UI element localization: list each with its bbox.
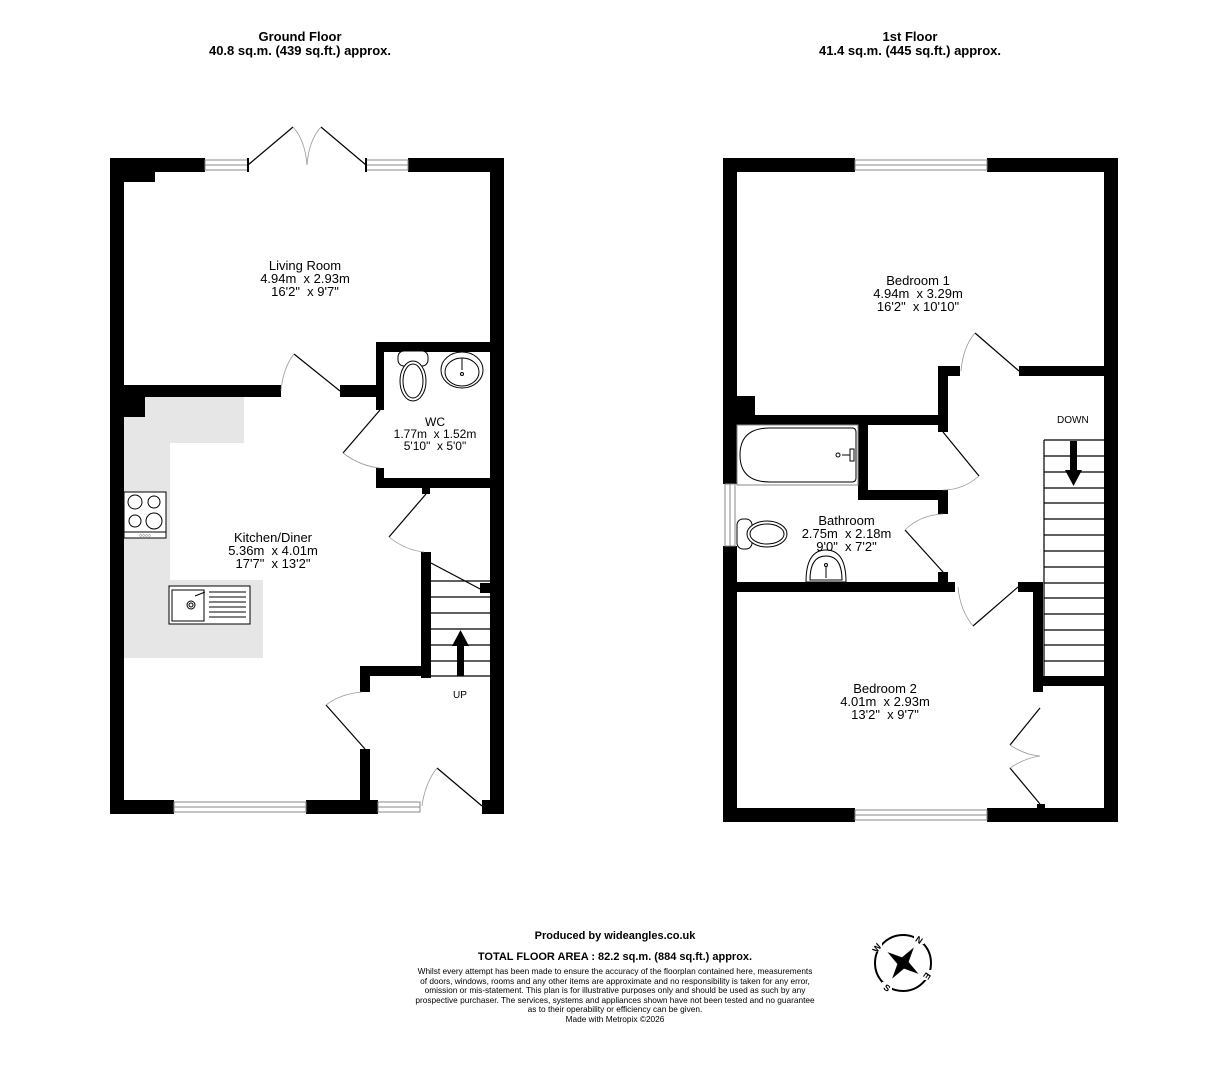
footer: Produced by wideangles.co.uk TOTAL FLOOR… [395,930,835,1025]
room-metric: 4.01m x 2.93m [840,694,930,709]
room-metric: 4.94m x 2.93m [260,271,350,286]
first-floor-title: 1st Floor [882,29,938,44]
room-name: Bedroom 2 [853,681,917,696]
ground-floor-area: 40.8 sq.m. (439 sq.ft.) approx. [208,43,392,58]
room-name: Bedroom 1 [886,273,950,288]
first-floor-heading: 1st Floor 41.4 sq.m. (445 sq.ft.) approx… [760,30,1060,58]
room-name: WC [425,415,445,429]
compass-s: S [882,982,893,994]
disclaimer: Whilst every attempt has been made to en… [395,966,835,1025]
room-imperial: 17'7" x 13'2" [235,556,311,571]
svg-text:○○○○: ○○○○ [139,533,151,539]
stairs-up-label: UP [453,690,467,701]
made-with: Made with Metropix ©2026 [565,1013,665,1024]
room-label-living-room: Living Room 4.94m x 2.93m 16'2" x 9'7" [215,259,395,298]
room-label-bathroom: Bathroom 2.75m x 2.18m 9'0" x 7'2" [774,514,919,553]
wc-toilet-icon [397,350,429,402]
bathroom-basin-icon [805,549,847,583]
room-name: Living Room [268,258,342,273]
room-label-bedroom-1: Bedroom 1 4.94m x 3.29m 16'2" x 10'10" [828,274,1008,313]
ground-floor-plan: ○○○○ [110,126,504,814]
room-label-kitchen-diner: Kitchen/Diner 5.36m x 4.01m 17'7" x 13'2… [183,531,363,570]
disclaimer-line: Whilst every attempt has been made to en… [417,966,813,976]
bathtub-icon [736,424,859,486]
down-arrow-icon [1065,441,1082,486]
room-name: Kitchen/Diner [233,530,313,545]
room-imperial: 5'10" x 5'0" [403,439,467,453]
room-imperial: 9'0" x 7'2" [816,539,877,554]
wc-basin-icon [440,351,484,389]
first-floor-windows [724,159,988,821]
room-name: Bathroom [818,513,875,528]
produced-by: Produced by wideangles.co.uk [534,930,696,942]
room-metric: 1.77m x 1.52m [393,427,477,441]
bathroom-toilet-icon [736,518,788,550]
up-arrow-icon [452,630,469,676]
room-imperial: 13'2" x 9'7" [851,707,919,722]
compass-rose-icon: N E S W [870,934,933,994]
first-floor-doors [904,332,1041,805]
compass-n: N [913,934,924,946]
disclaimer-line: of doors, windows, rooms and any other i… [420,975,810,986]
room-label-wc: WC 1.77m x 1.52m 5'10" x 5'0" [375,416,495,452]
disclaimer-line: omission or mis-statement. This plan is … [424,985,806,996]
disclaimer-line: prospective purchaser. The services, sys… [415,994,815,1005]
first-floor-walls [723,158,1118,822]
ground-floor-title: Ground Floor [258,29,342,44]
ground-floor-walls [110,158,504,814]
first-floor-plan [723,158,1118,822]
room-imperial: 16'2" x 10'10" [876,299,960,314]
stairs-down-label: DOWN [1057,415,1089,426]
room-metric: 4.94m x 3.29m [873,286,963,301]
total-floor-area: TOTAL FLOOR AREA : 82.2 sq.m. (884 sq.ft… [477,951,753,963]
first-floor-area: 41.4 sq.m. (445 sq.ft.) approx. [818,43,1002,58]
hob-icon: ○○○○ [123,491,167,539]
ground-floor-windows [173,159,421,813]
room-imperial: 16'2" x 9'7" [271,284,339,299]
kitchen-sink-icon [168,585,251,625]
room-label-bedroom-2: Bedroom 2 4.01m x 2.93m 13'2" x 9'7" [795,682,975,721]
compass-e: E [921,971,933,982]
ground-floor-doors [247,126,483,807]
disclaimer-line: as to their operability or efficiency ca… [527,1004,703,1015]
room-metric: 2.75m x 2.18m [801,526,892,541]
ground-floor-heading: Ground Floor 40.8 sq.m. (439 sq.ft.) app… [150,30,450,58]
room-metric: 5.36m x 4.01m [228,543,318,558]
